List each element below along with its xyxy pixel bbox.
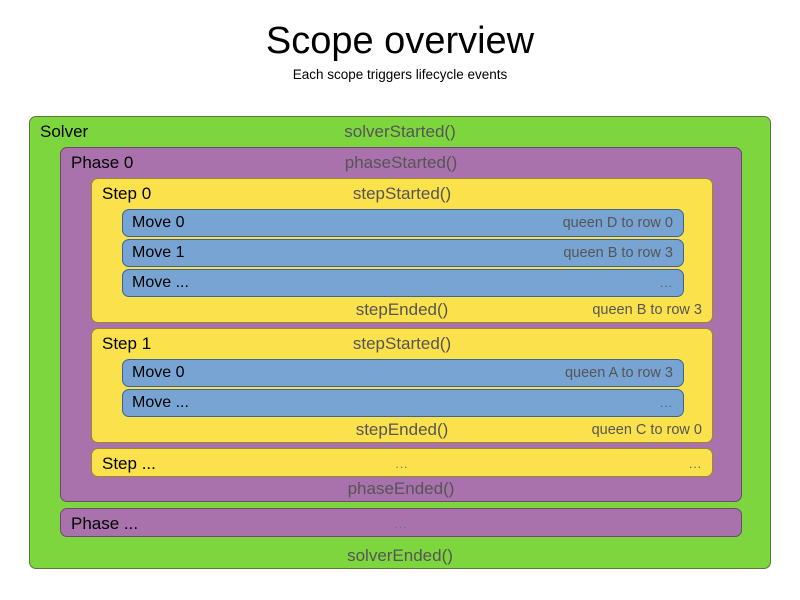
phase-0-started-row: Phase 0 phaseStarted() [61, 148, 741, 177]
step-ellipsis-event: ... [395, 456, 409, 471]
step-1-ended-row: stepEnded() queen C to row 0 [92, 415, 712, 444]
step-1-move-ellipsis-label: Move ... [132, 394, 189, 411]
step-1-move-0-label: Move 0 [132, 364, 185, 381]
step-0-move-ellipsis-label: Move ... [132, 274, 189, 291]
phase-ellipsis-row: Phase ... ... [61, 509, 741, 538]
step-1-move-0-note: queen A to row 3 [564, 365, 673, 381]
solver-started-row: Solver solverStarted() [30, 117, 770, 146]
phase-ellipsis-scope-label: Phase ... [71, 513, 139, 533]
step-0-scope-label: Step 0 [102, 183, 152, 203]
step-0-ended-row: stepEnded() queen B to row 3 [92, 295, 712, 324]
step-1-move-ellipsis-box[interactable]: Move ... ... [122, 389, 684, 417]
solver-ended-row: solverEnded() [30, 541, 770, 570]
step-ellipsis-scope-label: Step ... [102, 453, 156, 473]
step-0-move-0-label: Move 0 [132, 214, 185, 231]
step-0-move-ellipsis-box[interactable]: Move ... ... [122, 269, 684, 297]
solver-scope-box[interactable]: Solver solverStarted() Phase 0 phaseStar… [29, 116, 771, 569]
step-0-started-row: Step 0 stepStarted() [92, 179, 712, 208]
step-0-move-1-note: queen B to row 3 [563, 245, 673, 261]
step-0-move-ellipsis-note: ... [659, 276, 673, 290]
step-1-move-0-box[interactable]: Move 0 queen A to row 3 [122, 359, 684, 387]
step-0-move-1-box[interactable]: Move 1 queen B to row 3 [122, 239, 684, 267]
phase-ellipsis-scope-box[interactable]: Phase ... ... [60, 508, 742, 537]
step-0-scope-box[interactable]: Step 0 stepStarted() Move 0 queen D to r… [91, 178, 713, 323]
step-1-scope-label: Step 1 [102, 333, 152, 353]
phase-0-scope-box[interactable]: Phase 0 phaseStarted() Step 0 stepStarte… [60, 147, 742, 502]
phase-0-ended-row: phaseEnded() [61, 474, 741, 503]
step-1-move-ellipsis-note: ... [659, 396, 673, 410]
title-block: Scope overview Each scope triggers lifec… [0, 20, 800, 83]
step-ellipsis-note: ... [688, 456, 702, 471]
step-ellipsis-scope-box[interactable]: Step ... ... ... [91, 448, 713, 477]
phase-0-started-event: phaseStarted() [344, 152, 458, 172]
phase-ellipsis-event: ... [394, 516, 408, 531]
phase-0-scope-label: Phase 0 [71, 152, 134, 172]
page-title: Scope overview [265, 20, 535, 62]
step-0-move-0-note: queen D to row 0 [562, 215, 673, 231]
page-subtitle: Each scope triggers lifecycle events [292, 66, 508, 82]
solver-started-event: solverStarted() [344, 121, 456, 141]
step-ellipsis-row: Step ... ... ... [92, 449, 712, 478]
step-1-started-row: Step 1 stepStarted() [92, 329, 712, 358]
step-0-ended-event: stepEnded() [355, 299, 449, 319]
phase-0-ended-event: phaseEnded() [347, 478, 455, 498]
solver-ended-event: solverEnded() [347, 545, 453, 565]
step-0-ended-note: queen B to row 3 [592, 301, 702, 318]
step-1-scope-box[interactable]: Step 1 stepStarted() Move 0 queen A to r… [91, 328, 713, 443]
solver-scope-label: Solver [40, 121, 89, 141]
step-0-move-0-box[interactable]: Move 0 queen D to row 0 [122, 209, 684, 237]
step-1-ended-note: queen C to row 0 [591, 421, 702, 438]
step-1-started-event: stepStarted() [352, 333, 452, 353]
step-0-move-1-label: Move 1 [132, 244, 185, 261]
step-1-ended-event: stepEnded() [355, 419, 449, 439]
step-0-started-event: stepStarted() [352, 183, 452, 203]
